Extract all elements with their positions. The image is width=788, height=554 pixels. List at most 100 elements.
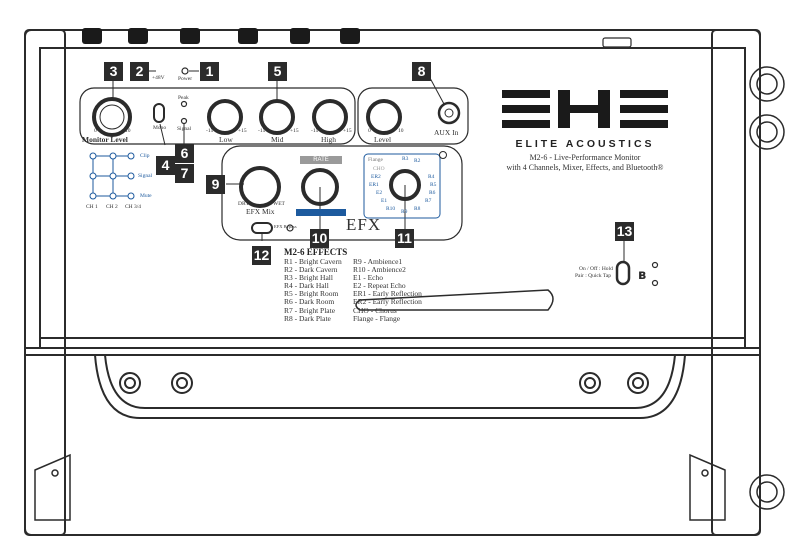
low-knob	[207, 99, 243, 135]
effect-item: E1 - Echo	[353, 273, 383, 283]
low-label: Low	[219, 135, 233, 144]
right-side-rail	[711, 29, 761, 536]
mid-tick-max: +15	[290, 128, 299, 134]
efx-bypass-button	[251, 222, 273, 234]
rod	[355, 289, 554, 311]
rate-tag: RATE	[300, 156, 342, 164]
top-edge-knobs	[82, 28, 360, 44]
callout-12: 12	[252, 246, 271, 265]
mono-switch	[153, 103, 165, 123]
callout-13: 13	[615, 222, 634, 241]
power-led	[181, 67, 189, 75]
dry-label: DRY	[238, 201, 250, 207]
aux-section	[357, 87, 469, 145]
callout-11: 11	[395, 229, 414, 248]
effect-item: R3 - Bright Hall	[284, 273, 333, 283]
level-tick-10: 10	[398, 128, 404, 134]
signal-led-dot	[180, 117, 188, 125]
effect-item: Flange - Flange	[353, 313, 401, 323]
phantom-label: +48V	[152, 75, 165, 81]
mid-label: Mid	[271, 135, 284, 144]
effect-item: R4 - Dark Hall	[284, 281, 329, 291]
sel-e1: E1	[381, 198, 388, 204]
bluetooth-button	[615, 260, 631, 286]
high-label: High	[321, 135, 336, 144]
model-line-1: M2-6 - Live-Performance Monitor	[529, 153, 641, 162]
ch2-label: CH 2	[106, 204, 118, 210]
eae-logo	[502, 90, 668, 128]
effect-item: R8 - Dark Plate	[284, 313, 331, 323]
level-knob	[366, 99, 402, 135]
callout-7: 7	[175, 164, 194, 183]
effect-item: R5 - Bright Room	[284, 289, 339, 299]
callout-2: 2	[130, 62, 149, 81]
selector-box	[363, 153, 441, 219]
on-off-label: On / Off : Hold	[579, 266, 613, 272]
callout-9: 9	[206, 175, 225, 194]
peak-label: Peak	[178, 95, 189, 101]
sel-r5: R5	[430, 182, 437, 188]
effect-item: R9 - Ambience1	[353, 257, 403, 266]
sel-flange: Flange	[368, 157, 383, 163]
callout-3: 3	[104, 62, 123, 81]
callout-8: 8	[412, 62, 431, 81]
efx-mix-knob	[239, 166, 281, 208]
efx-label: EFX	[346, 215, 382, 234]
high-knob	[312, 99, 348, 135]
sel-cho: CHO	[373, 166, 385, 172]
clip-label: Clip	[140, 153, 150, 159]
low-tick-min: -15	[206, 128, 214, 134]
ch34-label: CH 3/4	[125, 204, 142, 210]
callout-5: 5	[268, 62, 287, 81]
effect-item: ER1 - Early Reflection	[353, 289, 422, 299]
level-tick-0: 0	[368, 128, 371, 134]
effect-item: R10 - Ambience2	[353, 265, 406, 275]
monitor-tick-0: 0	[94, 128, 97, 134]
bluetooth-icon: ʙ	[638, 268, 646, 283]
sel-er1: ER1	[369, 182, 379, 188]
monitor-tick-10: 10	[125, 128, 131, 134]
effect-item: R7 - Bright Plate	[284, 305, 336, 315]
channel-section	[79, 87, 356, 145]
aux-in-label: AUX In	[434, 128, 459, 137]
callout-10: 10	[310, 229, 329, 248]
mid-knob	[259, 99, 295, 135]
mute-label: Mute	[140, 193, 152, 199]
side-jacks	[749, 66, 785, 510]
callout-1: 1	[200, 62, 219, 81]
sel-r4: R4	[428, 174, 435, 180]
high-tick-min: -15	[311, 128, 319, 134]
monitor-level-label: Monitor Level	[82, 135, 128, 144]
sel-r9: R9	[401, 209, 408, 215]
model-description: M2-6 - Live-Performance Monitor with 4 C…	[496, 153, 674, 172]
ch1-label: CH 1	[86, 204, 98, 210]
mono-label: Mono	[153, 125, 167, 131]
callout-4: 4	[156, 156, 175, 175]
efx-mix-label: EFX Mix	[246, 207, 275, 216]
effect-item: R1 - Bright Cavern	[284, 257, 342, 266]
blue-tag	[296, 209, 346, 216]
effect-item: ER2 - Early Reflection	[353, 297, 422, 307]
level-label: Level	[374, 135, 392, 144]
left-side-rail	[24, 29, 66, 536]
effect-item: CHO - Chorus	[353, 305, 397, 315]
peak-led	[180, 100, 188, 108]
sel-er2: ER2	[371, 174, 381, 180]
power-label: Power	[178, 76, 193, 82]
pair-label: Pair : Quick Tap	[575, 273, 612, 279]
sel-r8: R8	[414, 206, 421, 212]
sel-r10: R10	[386, 206, 396, 212]
sel-r2: R2	[414, 158, 421, 164]
mid-tick-min: -15	[258, 128, 266, 134]
low-tick-max: +15	[238, 128, 247, 134]
effect-item: R2 - Dark Cavern	[284, 265, 338, 275]
high-tick-max: +15	[343, 128, 352, 134]
wet-label: WET	[273, 201, 285, 207]
efx-bypass-label: EFX Bypass	[274, 224, 297, 229]
monitor-level-knob	[92, 97, 132, 137]
sel-r6: R6	[429, 190, 436, 196]
